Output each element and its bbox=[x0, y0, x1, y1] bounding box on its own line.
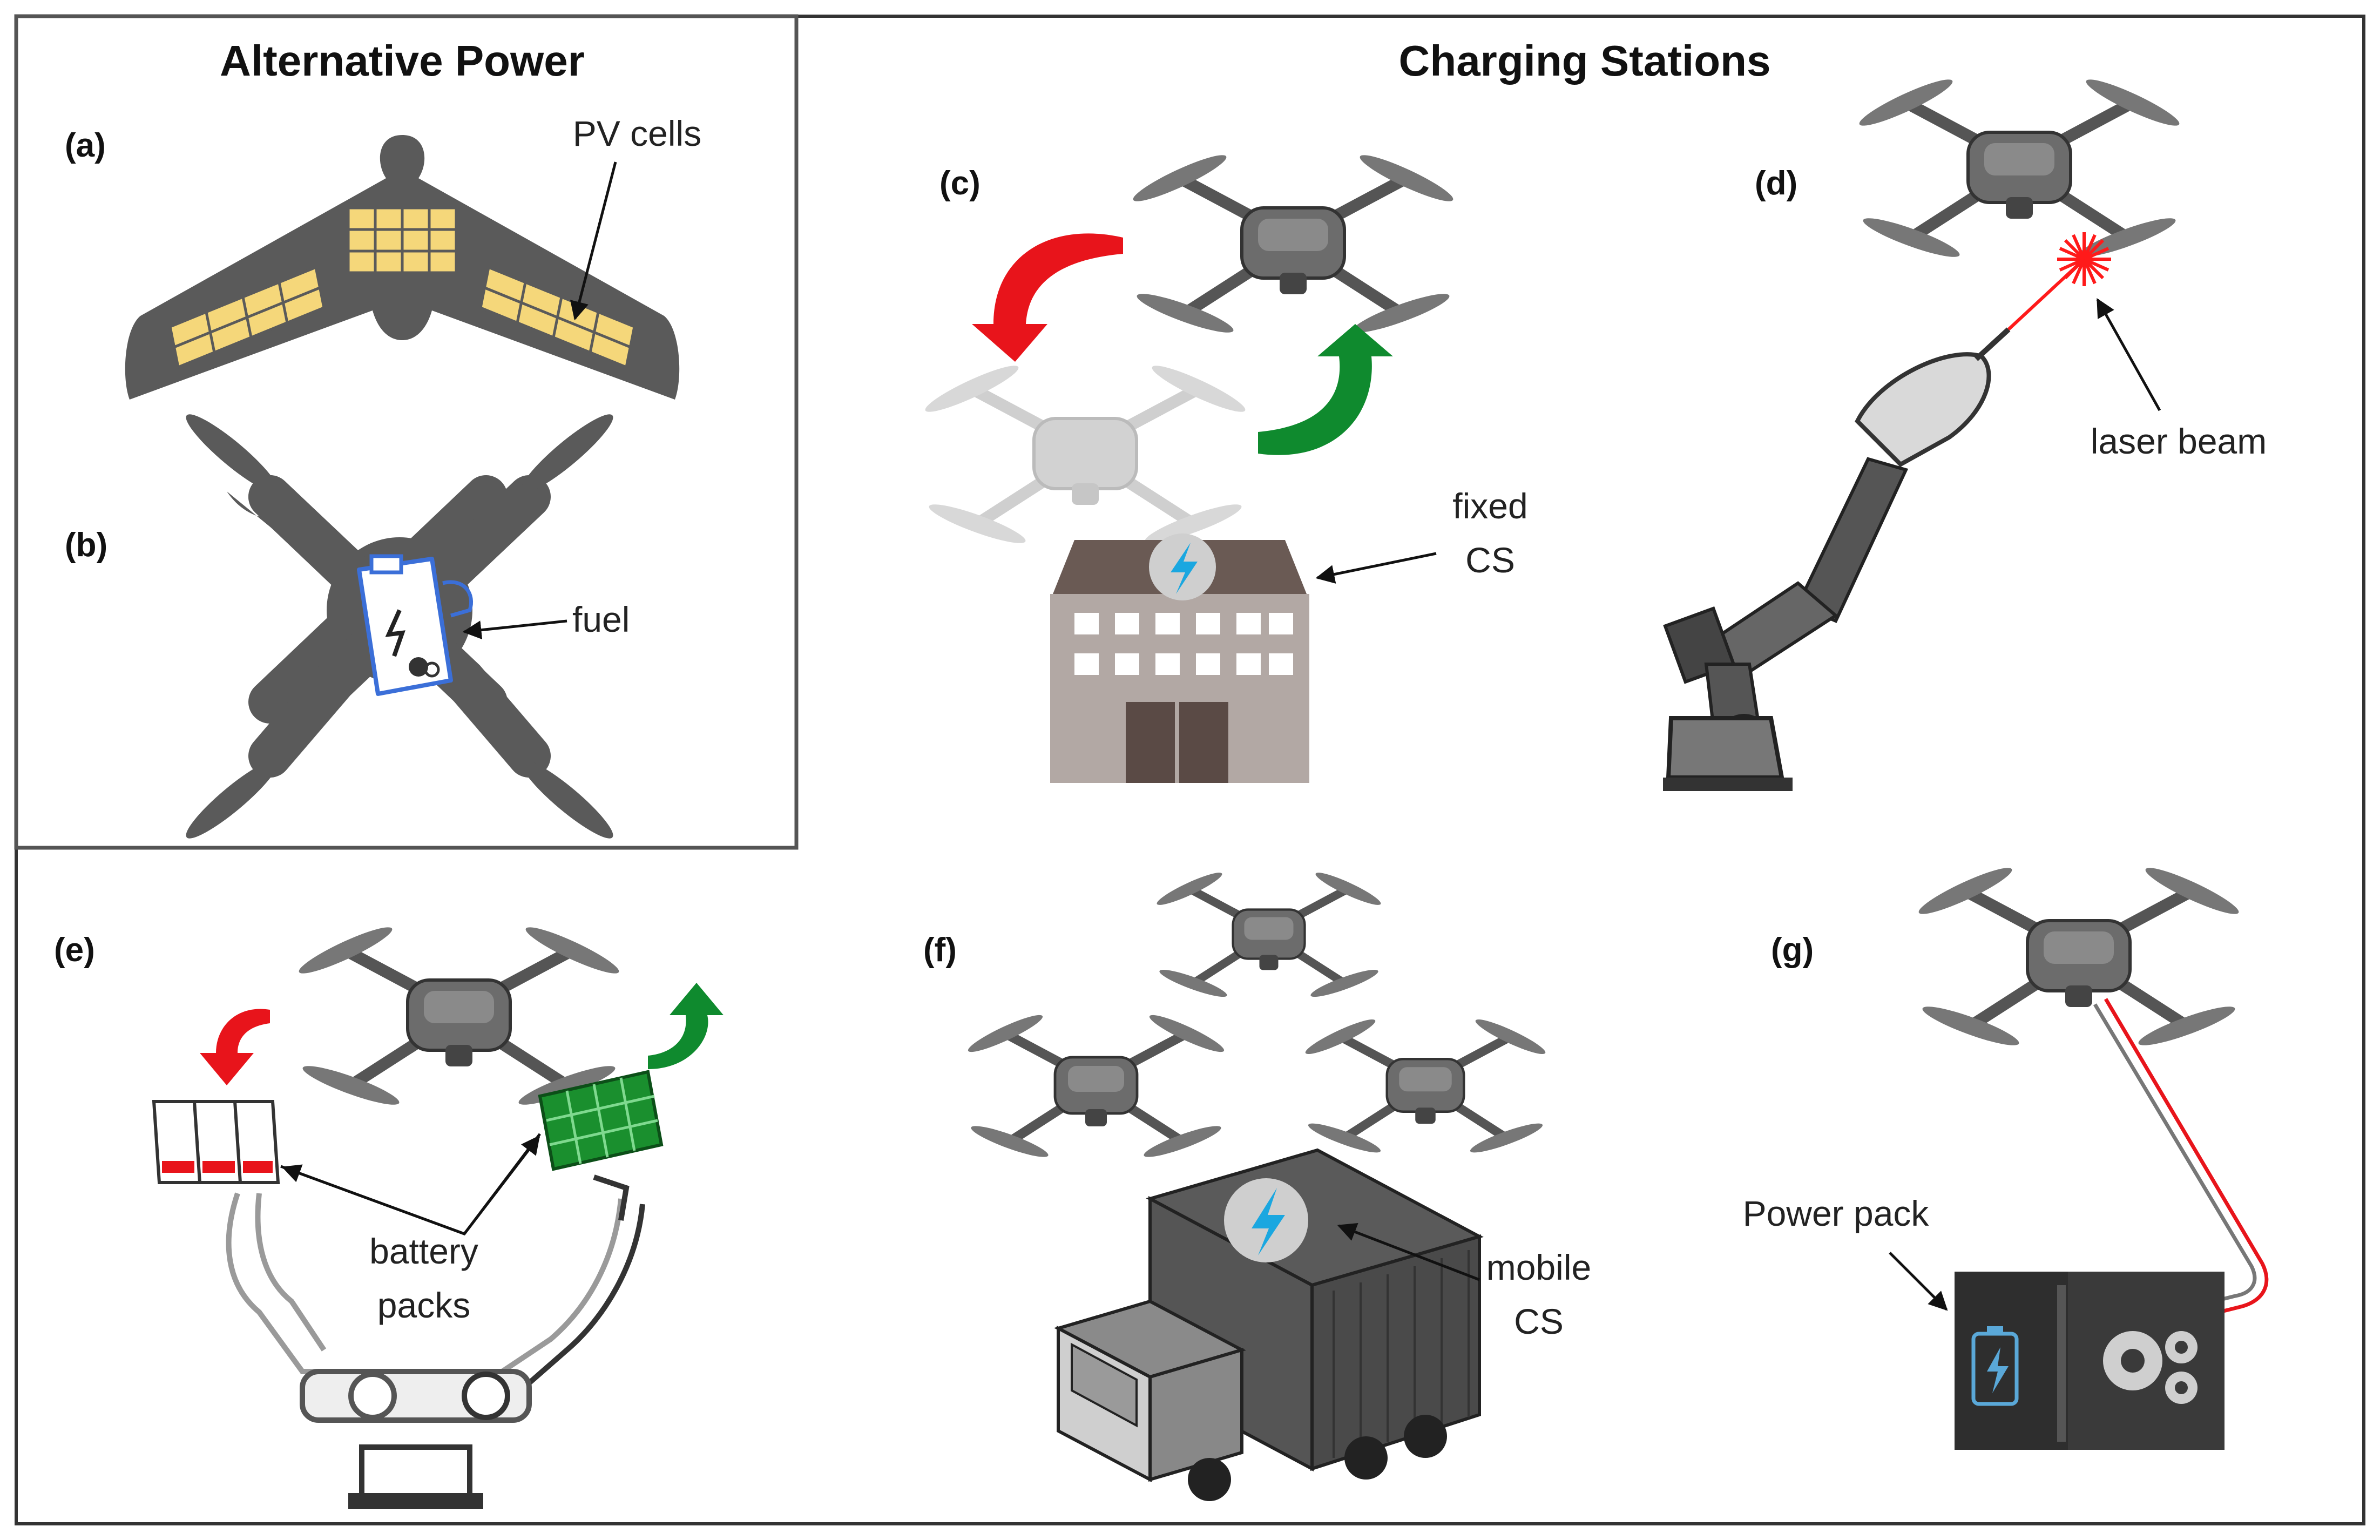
panel-e-letter: (e) bbox=[54, 931, 95, 969]
alternative-power-box bbox=[14, 14, 799, 850]
fixed-cs-callout-line1: fixed bbox=[1452, 486, 1527, 526]
panel-g: (g) Power pack bbox=[1743, 861, 2269, 1450]
battery-charge-icon bbox=[1971, 1326, 2019, 1406]
tether-red bbox=[2104, 998, 2269, 1314]
mobile-cs-callout-line2: CS bbox=[1514, 1301, 1564, 1341]
panel-b: (b) fuel bbox=[65, 414, 630, 839]
fixed-cs-building bbox=[1050, 540, 1309, 783]
drone-laser-target bbox=[1856, 73, 2183, 263]
lightning-bolt-icon bbox=[1149, 533, 1216, 600]
drone-swarm-top bbox=[1154, 868, 1383, 1002]
green-arrow-up bbox=[1258, 324, 1393, 455]
mobile-cs-truck bbox=[1054, 1148, 1484, 1501]
fuel-can-icon bbox=[357, 554, 474, 696]
panel-b-letter: (b) bbox=[65, 526, 107, 564]
fixed-cs-callout-line2: CS bbox=[1465, 540, 1515, 580]
truck-lightning-icon bbox=[1224, 1178, 1308, 1262]
drone-swarm-right bbox=[1303, 1015, 1548, 1157]
depleted-battery-pack bbox=[152, 1100, 280, 1184]
panel-c-letter: (c) bbox=[939, 165, 981, 202]
robot-arms bbox=[226, 1174, 645, 1509]
laser-beam-arrow bbox=[2096, 298, 2161, 411]
section-title-charging-stations: Charging Stations bbox=[1399, 37, 1771, 85]
battery-packs-callout-line1: battery bbox=[369, 1231, 478, 1271]
panel-f-letter: (f) bbox=[923, 931, 957, 969]
panel-d-letter: (d) bbox=[1755, 165, 1797, 202]
fixed-cs-arrow bbox=[1315, 552, 1437, 584]
red-arrow-down bbox=[972, 233, 1123, 362]
pv-cells-left-wing bbox=[168, 265, 326, 369]
charged-battery-pack bbox=[538, 1070, 664, 1171]
section-title-alternative-power: Alternative Power bbox=[220, 37, 585, 85]
mobile-cs-callout-line1: mobile bbox=[1486, 1247, 1591, 1287]
laser-robot-arm bbox=[1663, 327, 2011, 791]
laser-beam-line bbox=[2007, 258, 2086, 331]
drone-charging-ghost bbox=[922, 359, 1249, 549]
fuel-arrow bbox=[462, 619, 567, 640]
laser-beam-callout: laser beam bbox=[2091, 421, 2267, 461]
red-arrow-small bbox=[200, 1009, 270, 1085]
pv-cells-center bbox=[347, 206, 458, 274]
drone-battery-swap bbox=[295, 921, 623, 1111]
panel-a: (a) PV cells bbox=[65, 113, 701, 400]
green-arrow-small bbox=[648, 983, 724, 1069]
pv-cells-arrow bbox=[570, 161, 617, 321]
power-pack-arrow bbox=[1889, 1252, 1948, 1311]
drone-tethered bbox=[1915, 861, 2242, 1051]
panel-d: (d) laser beam bbox=[1663, 73, 2267, 791]
panel-a-letter: (a) bbox=[65, 127, 106, 164]
battery-packs-callout-line2: packs bbox=[377, 1285, 470, 1325]
panel-f: (f) mobile CS bbox=[923, 868, 1591, 1501]
drone-swarm-left bbox=[965, 1010, 1227, 1162]
tether-gray bbox=[2093, 1003, 2257, 1303]
panel-c: (c) fixed CS bbox=[922, 148, 1528, 783]
mobile-cs-arrow bbox=[1337, 1222, 1480, 1281]
panel-g-letter: (g) bbox=[1771, 931, 1814, 969]
power-pack-callout: Power pack bbox=[1743, 1193, 1930, 1233]
panel-e: (e) battery packs bbox=[54, 921, 724, 1509]
pv-cells-callout: PV cells bbox=[573, 113, 701, 153]
power-pack bbox=[1955, 1272, 2225, 1450]
drone-departing bbox=[1130, 148, 1457, 339]
fuel-callout: fuel bbox=[572, 599, 630, 639]
gears-icon bbox=[2103, 1331, 2198, 1404]
